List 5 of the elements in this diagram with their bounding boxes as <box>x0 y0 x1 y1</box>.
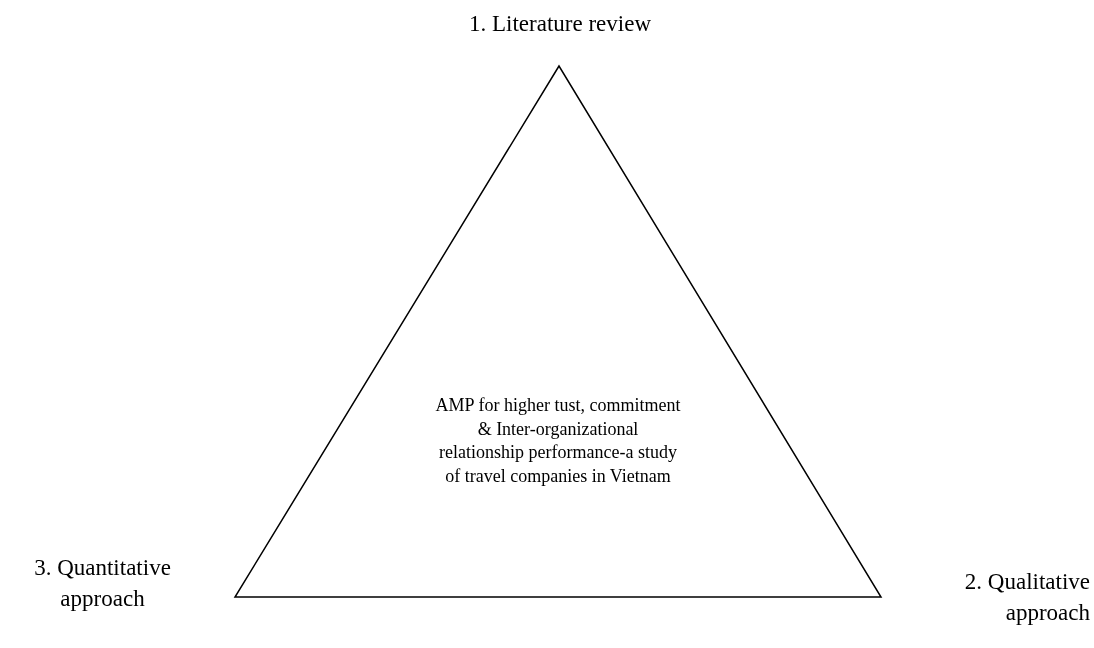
corner-label: 3. Quantitative approach <box>33 554 172 614</box>
center-text: AMP for higher tust, commitment & Inter-organizational relationship performance-a study of travel companies in Vietnam <box>434 394 682 488</box>
triangle <box>234 65 882 598</box>
corner-label: 1. Literature review <box>468 10 652 38</box>
corner-label: 2. Qualitative approach <box>963 568 1090 628</box>
